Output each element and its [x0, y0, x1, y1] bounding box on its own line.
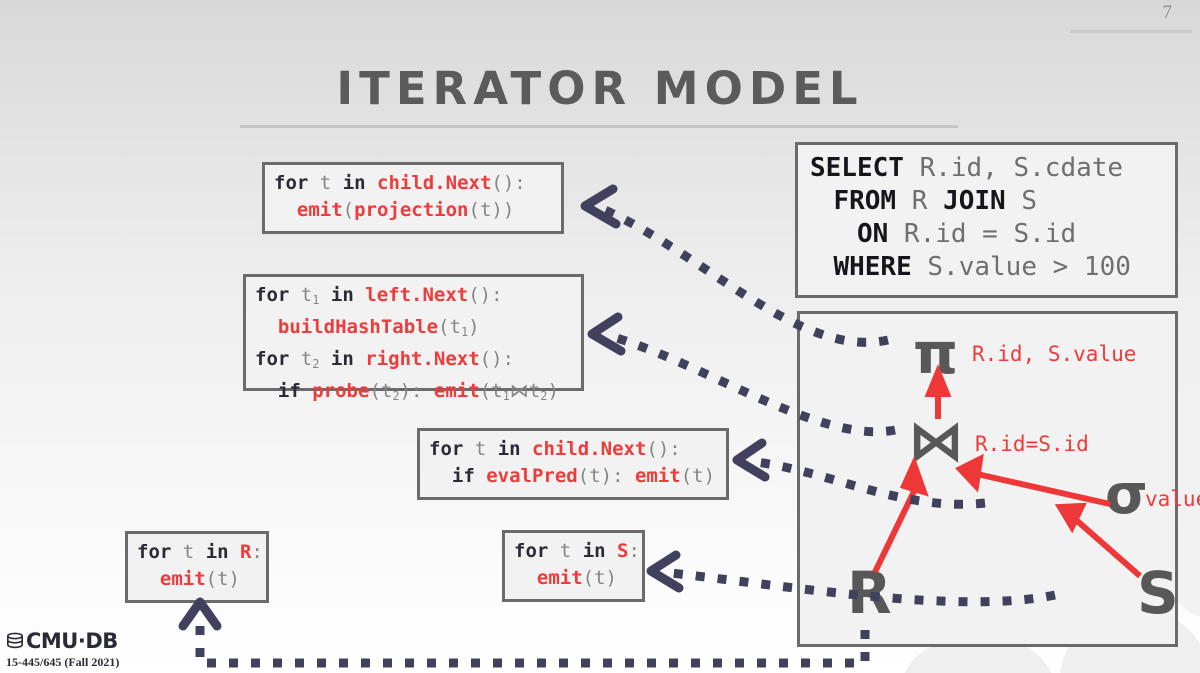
projection-code-box: for t in child.Next(): emit(projection(t…	[262, 162, 564, 234]
arrowhead-projection	[580, 184, 621, 229]
scan-r-code-box: for t in R: emit(t)	[125, 531, 269, 603]
database-icon	[6, 632, 24, 654]
scan-s-code-box: for t in S: emit(t)	[502, 530, 645, 602]
footer-logo: CMU·DB 15-445/645 (Fall 2021)	[6, 630, 119, 670]
filter-operator-label: value>100	[1145, 487, 1200, 511]
title-divider	[240, 125, 958, 128]
join-code-box: for t1 in left.Next(): buildHashTable(t1…	[243, 274, 584, 403]
page-number-rule	[1070, 30, 1192, 33]
table-s-icon: S	[1137, 559, 1179, 627]
query-plan-box: π R.id, S.value ⋈ R.id=S.id σ value>100 …	[797, 311, 1200, 647]
arrowhead-scan-s	[646, 550, 684, 593]
plan-arrows	[872, 364, 1142, 579]
page-title: ITERATOR MODEL	[336, 62, 864, 115]
brand-text: CMU·DB	[26, 629, 118, 653]
arrowhead-scan-r	[178, 597, 222, 631]
projection-operator-label: R.id, S.value	[972, 342, 1137, 366]
arrowhead-join	[587, 312, 626, 356]
arrowhead-filter	[732, 438, 770, 482]
join-operator-label: R.id=S.id	[975, 432, 1089, 456]
filter-operator-icon: σ	[1105, 462, 1148, 526]
course-label: 15-445/645 (Fall 2021)	[6, 655, 120, 669]
page-number: 7	[1162, 2, 1173, 23]
filter-code-box: for t in child.Next(): if evalPred(t): e…	[417, 428, 729, 500]
cmudb-brand: CMU·DB	[6, 630, 119, 654]
